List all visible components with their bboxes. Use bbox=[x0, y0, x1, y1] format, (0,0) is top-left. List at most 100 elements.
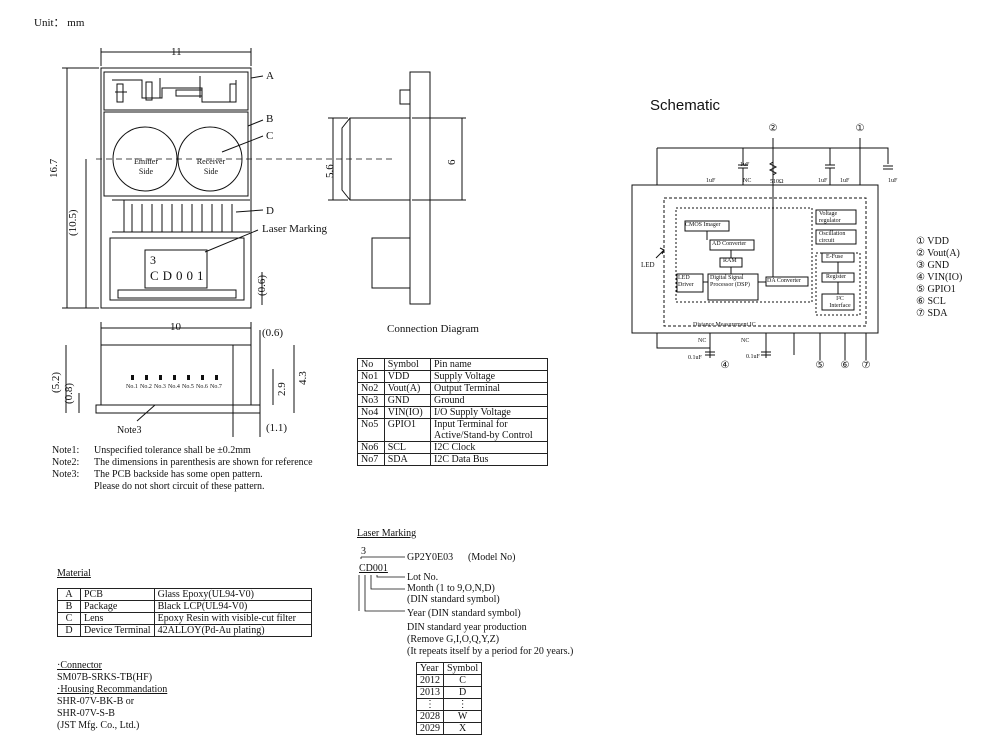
note-text: Please do not short circuit of these pat… bbox=[94, 481, 265, 492]
block-cmos: CMOS Imager bbox=[685, 222, 721, 228]
table-row: No6 SCL I2C Clock bbox=[357, 441, 548, 454]
table-cell: PCB bbox=[80, 588, 155, 601]
table-cell: No7 bbox=[357, 453, 385, 466]
cap-label: 1uF bbox=[706, 178, 716, 184]
table-row: ⋮⋮ bbox=[416, 698, 483, 711]
housing-line: SHR-07V-S-B bbox=[57, 708, 115, 719]
nc-label: NC bbox=[743, 178, 752, 184]
pin-legend-item: ① VDD bbox=[916, 236, 949, 247]
nc-label: NC bbox=[741, 338, 750, 344]
table-cell: ⋮ bbox=[442, 698, 483, 711]
table-row: No1 VDD Supply Voltage bbox=[357, 370, 548, 383]
laser-line1-code: 3 bbox=[361, 546, 366, 557]
dim-side-6: 6 bbox=[446, 159, 458, 166]
block-efuse: E-Fuse bbox=[826, 254, 843, 260]
laser-model-note: (Model No) bbox=[468, 552, 516, 563]
table-cell: 2013 bbox=[416, 686, 444, 699]
laser-model: GP2Y0E03 bbox=[407, 552, 454, 563]
table-cell: No3 bbox=[357, 394, 385, 407]
pin-marker: ⑥ bbox=[841, 360, 850, 371]
callout-laser-marking: Laser Marking bbox=[262, 223, 328, 235]
table-cell: 42ALLOY(Pd-Au plating) bbox=[153, 624, 312, 637]
note-label: Note1: bbox=[52, 445, 80, 456]
table-cell: Output Terminal bbox=[430, 382, 548, 395]
table-cell: D bbox=[442, 686, 483, 699]
table-cell: VDD bbox=[383, 370, 432, 383]
callout-d: D bbox=[266, 205, 274, 217]
table-cell: 2028 bbox=[416, 710, 444, 723]
note-label bbox=[52, 481, 94, 493]
cap-label: 0.1uF bbox=[688, 355, 702, 361]
laser-year-note2: (Remove G,I,O,Q,Y,Z) bbox=[407, 634, 500, 645]
block-led-driver: LED Driver bbox=[678, 275, 694, 288]
table-cell: W bbox=[442, 710, 483, 723]
dim-06-right: (0.6) bbox=[256, 274, 268, 296]
dim-bottom-width: 10 bbox=[170, 321, 181, 333]
table-cell: Black LCP(UL94-V0) bbox=[153, 600, 312, 613]
block-vreg: Voltage regulator bbox=[819, 211, 841, 224]
emitter-label: Emitter Side bbox=[134, 157, 158, 176]
marking-3: 3 bbox=[150, 253, 156, 267]
connector-block: ·Connector SM07B-SRKS-TB(HF) ·Housing Re… bbox=[57, 660, 167, 732]
pin-legend-item: ② Vout(A) bbox=[916, 248, 960, 259]
header-cell: Symbol bbox=[383, 358, 432, 371]
pin-label: No.7 bbox=[210, 384, 222, 390]
table-cell: Epoxy Resin with visible-cut filter bbox=[153, 612, 312, 625]
laser-month-note: (DIN standard symbol) bbox=[407, 594, 500, 605]
table-cell: I/O Supply Voltage bbox=[430, 406, 548, 419]
table-cell: SDA bbox=[383, 453, 432, 466]
table-cell: No2 bbox=[357, 382, 385, 395]
cap-label: 1uF bbox=[840, 178, 850, 184]
side-view-pcb bbox=[409, 71, 431, 305]
note-label: Note2: bbox=[52, 457, 80, 468]
dim-11: (1.1) bbox=[266, 422, 288, 434]
housing-line: SHR-07V-BK-B or bbox=[57, 696, 135, 707]
nc-label: NC bbox=[698, 338, 707, 344]
pin-marker: ⑦ bbox=[862, 360, 871, 371]
pin-legend-item: ⑤ GPIO1 bbox=[916, 284, 956, 295]
dim-height-ref: (10.5) bbox=[67, 209, 79, 236]
laser-year-note1: DIN standard year production bbox=[407, 622, 527, 633]
dim-43: 4.3 bbox=[297, 371, 309, 385]
laser-month: Month (1 to 9,O,N,D) bbox=[407, 583, 495, 594]
block-register: Register bbox=[826, 274, 846, 280]
pin-legend-item: ⑥ SCL bbox=[916, 296, 946, 307]
note-text: The dimensions in parenthesis are shown … bbox=[94, 457, 313, 468]
note-text: The PCB backside has some open pattern. bbox=[94, 469, 263, 480]
laser-line2-code: CD001 bbox=[359, 563, 388, 574]
pin-marker: ⑤ bbox=[816, 360, 825, 371]
table-row: No7 SDA I2C Data Bus bbox=[357, 453, 548, 466]
table-cell: Supply Voltage bbox=[430, 370, 548, 383]
block-ram: RAM bbox=[723, 258, 737, 264]
header-cell: Symbol bbox=[442, 662, 483, 675]
laser-lot: Lot No. bbox=[407, 572, 439, 583]
block-dsp: Digital Signal Processor (DSP) bbox=[710, 275, 750, 288]
pin-legend-item: ③ GND bbox=[916, 260, 950, 271]
pin-label: No.5 bbox=[182, 384, 194, 390]
cap-label: 1uF bbox=[888, 178, 898, 184]
block-da: DA Converter bbox=[767, 278, 801, 284]
table-cell: No6 bbox=[357, 441, 385, 454]
cap-label: 1uF bbox=[740, 162, 750, 168]
pin-marker: ② bbox=[769, 123, 778, 134]
table-row: No5 GPIO1 Input Terminal for Active/Stan… bbox=[357, 418, 548, 442]
dim-top-width: 11 bbox=[171, 46, 182, 58]
package-outline bbox=[103, 111, 249, 197]
unit-label: Unit： mm bbox=[34, 17, 85, 29]
connection-table: No Symbol Pin name No1 VDD Supply Voltag… bbox=[357, 358, 548, 466]
pin-label: No.2 bbox=[140, 384, 152, 390]
note-row: Note3: The PCB backside has some open pa… bbox=[52, 469, 352, 481]
table-cell: I2C Clock bbox=[430, 441, 548, 454]
block-osc: Oscillation circuit bbox=[819, 231, 846, 244]
table-cell: Vout(A) bbox=[383, 382, 432, 395]
laser-year-note3: (It repeats itself by a period for 20 ye… bbox=[407, 646, 574, 657]
cap-label: 1uF bbox=[818, 178, 828, 184]
connection-title: Connection Diagram bbox=[387, 323, 479, 335]
table-cell: VIN(IO) bbox=[383, 406, 432, 419]
table-cell: 2029 bbox=[416, 722, 444, 735]
connector-model: SM07B-SRKS-TB(HF) bbox=[57, 672, 153, 683]
